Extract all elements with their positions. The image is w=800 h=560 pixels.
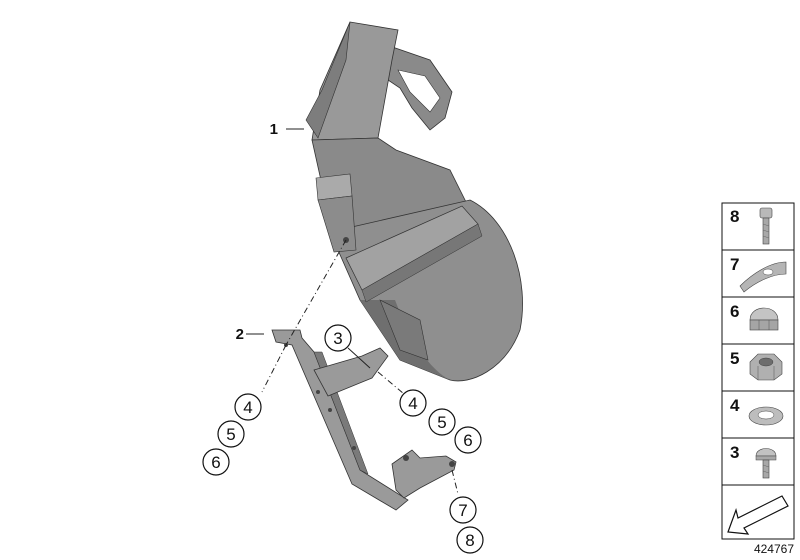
legend-number-8: 8 [730, 207, 739, 226]
reference-number: 424767 [754, 542, 794, 556]
callout-6-left: 6 [211, 453, 220, 472]
leader-lines [246, 128, 371, 369]
legend-row-8: 8 [730, 207, 773, 245]
legend-row-4: 4 [730, 396, 784, 426]
callout-part-2: 2 [236, 326, 244, 343]
bracket-foot [391, 449, 457, 499]
pan-head-screw-icon [755, 448, 777, 479]
callout-6-right: 6 [463, 431, 472, 450]
legend-row-7: 7 [730, 255, 787, 293]
hex-nut-icon [749, 353, 783, 381]
canister-part [305, 21, 523, 382]
legend-row-5: 5 [730, 349, 783, 381]
callout-7: 7 [458, 501, 467, 520]
washer-curved-icon [739, 261, 787, 293]
bracket-part [271, 329, 457, 511]
legend-row-3: 3 [730, 443, 777, 479]
callout-8: 8 [465, 531, 474, 550]
callout-5-left: 5 [226, 425, 235, 444]
arrow-icon [727, 495, 789, 535]
legend-number-7: 7 [730, 255, 739, 274]
legend-number-6: 6 [730, 302, 739, 321]
circle-callouts [202, 324, 484, 554]
flat-washer-icon [748, 406, 784, 426]
legend-row-6: 6 [730, 302, 779, 331]
callout-3: 3 [333, 329, 342, 348]
legend-number-4: 4 [730, 396, 740, 415]
cap-nut-icon [749, 307, 779, 331]
callout-4-left: 4 [243, 398, 252, 417]
legend-number-3: 3 [730, 443, 739, 462]
callout-4-right: 4 [408, 394, 417, 413]
bracket-upper-arm [313, 347, 389, 397]
legend-number-5: 5 [730, 349, 739, 368]
fastener-legend: 8 7 6 [721, 202, 795, 540]
callout-5-right: 5 [437, 413, 446, 432]
callout-part-1: 1 [270, 121, 278, 138]
canister-top [311, 21, 399, 141]
assembly-lines [261, 239, 459, 495]
bolt-icon [759, 207, 773, 245]
